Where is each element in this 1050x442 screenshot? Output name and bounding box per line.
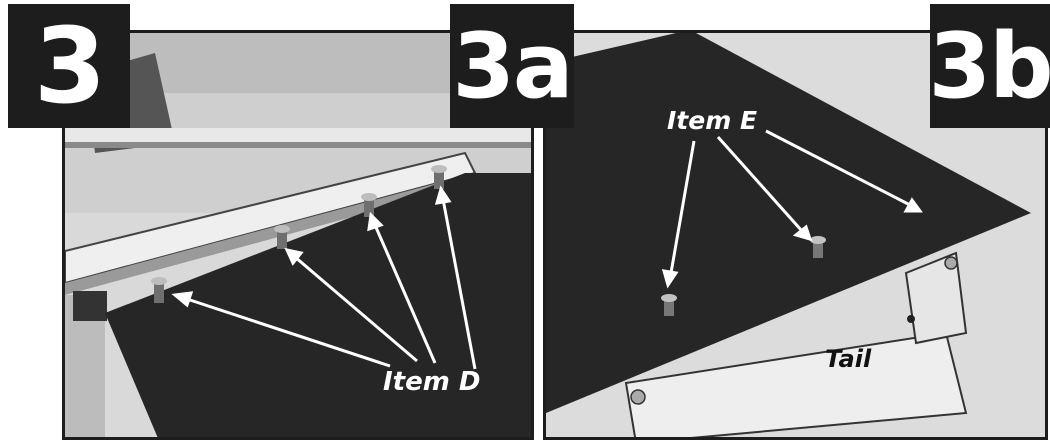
arrow-icon xyxy=(716,136,804,232)
arrow-icon xyxy=(765,129,911,207)
printer-rail xyxy=(65,128,531,142)
arrow-icon xyxy=(903,197,923,213)
arrow-icon xyxy=(792,224,813,242)
arrow-icon xyxy=(171,291,194,308)
arrow-icon xyxy=(186,297,391,368)
arrow-icon xyxy=(669,140,696,274)
item-e-label: Item E xyxy=(667,106,758,135)
arrow-icon xyxy=(434,185,452,205)
arrow-icon xyxy=(294,255,418,363)
bolt-icon xyxy=(810,236,826,258)
printer-foot xyxy=(73,291,107,321)
arrow-icon xyxy=(373,224,437,364)
arrow-icon xyxy=(441,198,477,370)
arrow-icon xyxy=(367,211,384,232)
dark-shelf xyxy=(105,173,531,437)
illustration-panel-right xyxy=(543,30,1048,440)
step-badge-3b: 3b xyxy=(928,4,1050,128)
screw-icon xyxy=(944,256,958,270)
arrow-icon xyxy=(661,269,679,289)
printer-rail-edge xyxy=(65,142,531,148)
item-d-label: Item D xyxy=(383,367,481,397)
arrow-icon xyxy=(284,247,304,266)
bolt-icon xyxy=(274,225,290,249)
bolt-icon xyxy=(661,294,677,316)
step-badge-3: 3 xyxy=(8,4,130,128)
tray-bracket xyxy=(624,331,968,437)
printer-front-illustration xyxy=(65,33,531,437)
screw-hole xyxy=(907,315,915,323)
screw-icon xyxy=(630,389,646,405)
bolt-icon xyxy=(361,193,377,217)
bolt-icon xyxy=(431,165,447,189)
tail-label: Tail xyxy=(825,345,872,373)
step-badge-3a: 3a xyxy=(450,4,574,128)
bolt-icon xyxy=(151,277,167,303)
dark-tray xyxy=(546,33,1031,413)
